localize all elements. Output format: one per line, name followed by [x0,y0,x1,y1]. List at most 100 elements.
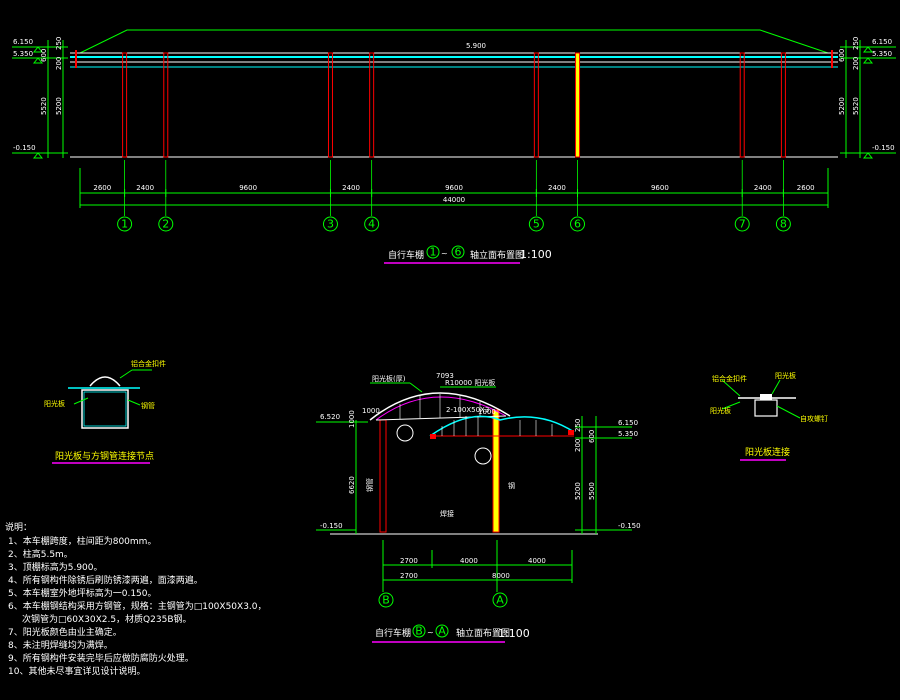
total-dim: 44000 [443,196,465,204]
axis-label: 1 [121,218,128,231]
axis-bubble [322,216,338,232]
level-marker [32,57,44,64]
title-axis-start: B [415,625,423,638]
axis-bubble [158,216,174,232]
title-main: 轴立面布置图 [470,249,524,261]
note-line: 10、其他未尽事宜详见设计说明。 [8,665,145,677]
level-marker [862,46,874,53]
level-label: 5.350 [618,430,638,438]
span-dim: 2600 [797,184,815,192]
callout: 钢管 [141,401,155,410]
small-label: 钢管 [365,478,374,492]
title-scale: 1:100 [520,248,552,261]
level-label: -0.150 [872,144,895,152]
small-label: 钢 [508,481,515,490]
leader [721,401,741,410]
title-axis-start: 1 [430,246,437,259]
aluminum-clip [89,376,121,387]
note-line: 1、本车棚跨度，柱间距为800mm。 [8,535,156,547]
axis-label: 5 [533,218,540,231]
dim-text: 5200 [574,482,582,500]
main-arch [369,392,511,421]
leader [771,379,781,395]
dim-text: 250 [852,37,860,50]
span-dim: 9600 [445,184,463,192]
level-label: -0.150 [320,522,343,530]
note-line: 2、柱高5.5m。 [8,548,73,560]
callout: 阳光板 [44,399,65,408]
dim-text: 4000 [460,557,478,565]
title-axis-bubble [412,624,426,638]
detail-left: 铝合金扣件 阳光板 钢管 阳光板与方钢管连接节点 [44,359,166,464]
note-line: 8、未注明焊缝均为满焊。 [8,639,113,651]
title-axis-end: A [438,625,446,638]
axis-label: 8 [780,218,787,231]
dim-text: 200 [852,57,860,70]
note-line: 次钢管为□60X30X2.5，材质Q235B钢。 [22,613,192,625]
dim-text: 600 [838,49,846,62]
ridge-label: 5.900 [466,42,486,50]
leader [127,399,141,406]
column [739,52,745,158]
clip-cap [760,394,772,400]
level-label: 5.350 [872,50,892,58]
dim-text: 600 [40,49,48,62]
level-label: 5.350 [13,50,33,58]
title-main: 轴立面布置图 [456,627,510,639]
axis-label: 6 [574,218,581,231]
title-range-sep: ~ [441,249,448,258]
level-label: -0.150 [13,144,36,152]
callout: 阳光板(厚) [372,374,406,383]
dim-text: 5520 [40,97,48,115]
title-range-sep: ~ [427,628,434,637]
callout: 阳光板 [775,371,796,380]
dim-text: 200 [574,439,582,452]
axis-bubble [570,216,586,232]
column [122,52,128,158]
column [575,52,581,158]
dim-text: 200 [55,57,63,70]
dim-text: 8000 [492,572,510,580]
title-scale: 1:100 [498,627,530,640]
dim-text: 5500 [588,482,596,500]
column [369,52,375,158]
column-right [492,409,500,533]
top-dim: 7093 [436,372,454,380]
detail-right: 铝合金扣件 阳光板 阳光板 自攻螺钉 阳光板连接 [710,371,828,461]
detail-title: 阳光板与方钢管连接节点 [55,450,154,462]
inner-label: 1000 [362,407,380,415]
level-marker [32,46,44,53]
note-line: 4、所有钢构件除锈后刷防锈漆两遍，面漆两遍。 [8,574,203,586]
span-dim: 2400 [754,184,772,192]
title-axis-bubble [426,245,440,259]
span-dim: 2400 [342,184,360,192]
joint-profile [754,399,778,417]
top-note: R10000 阳光板 [445,378,495,387]
section-mark [396,424,414,442]
level-label: 6.150 [618,419,638,427]
axis-label: 3 [327,218,334,231]
dim-text: 5520 [852,97,860,115]
inner-label: 1000 [478,408,496,416]
axis-bubble [117,216,133,232]
span-dim: 9600 [239,184,257,192]
dim-text: 5200 [55,97,63,115]
small-label: 焊接 [440,509,454,518]
dim-text: 600 [588,430,596,443]
note-line: 9、所有钢构件安装完毕后应做防腐防火处理。 [8,652,194,664]
callout: 阳光板 [710,406,731,415]
notes-heading: 说明： [5,521,32,533]
level-label: 6.150 [872,38,892,46]
dim-text: 4000 [528,557,546,565]
callout: 2-100X50X3 [446,406,489,414]
section-title: 自行车棚 B ~ A 轴立面布置图 1:100 [372,624,530,643]
dim-text: 1000 [348,410,356,428]
section: -0.150 6.520 6.150 5.350 -0.150 [316,372,641,643]
span-dim: 9600 [651,184,669,192]
callout: 铝合金扣件 [712,374,747,383]
axis-bubble [364,216,380,232]
axis-bubble-a [492,592,508,608]
note-line: 7、阳光板颜色由业主确定。 [8,626,122,638]
note-line: 6、本车棚钢结构采用方钢管，规格：主钢管为□100X50X3.0， [8,600,267,612]
axis-bubble [734,216,750,232]
